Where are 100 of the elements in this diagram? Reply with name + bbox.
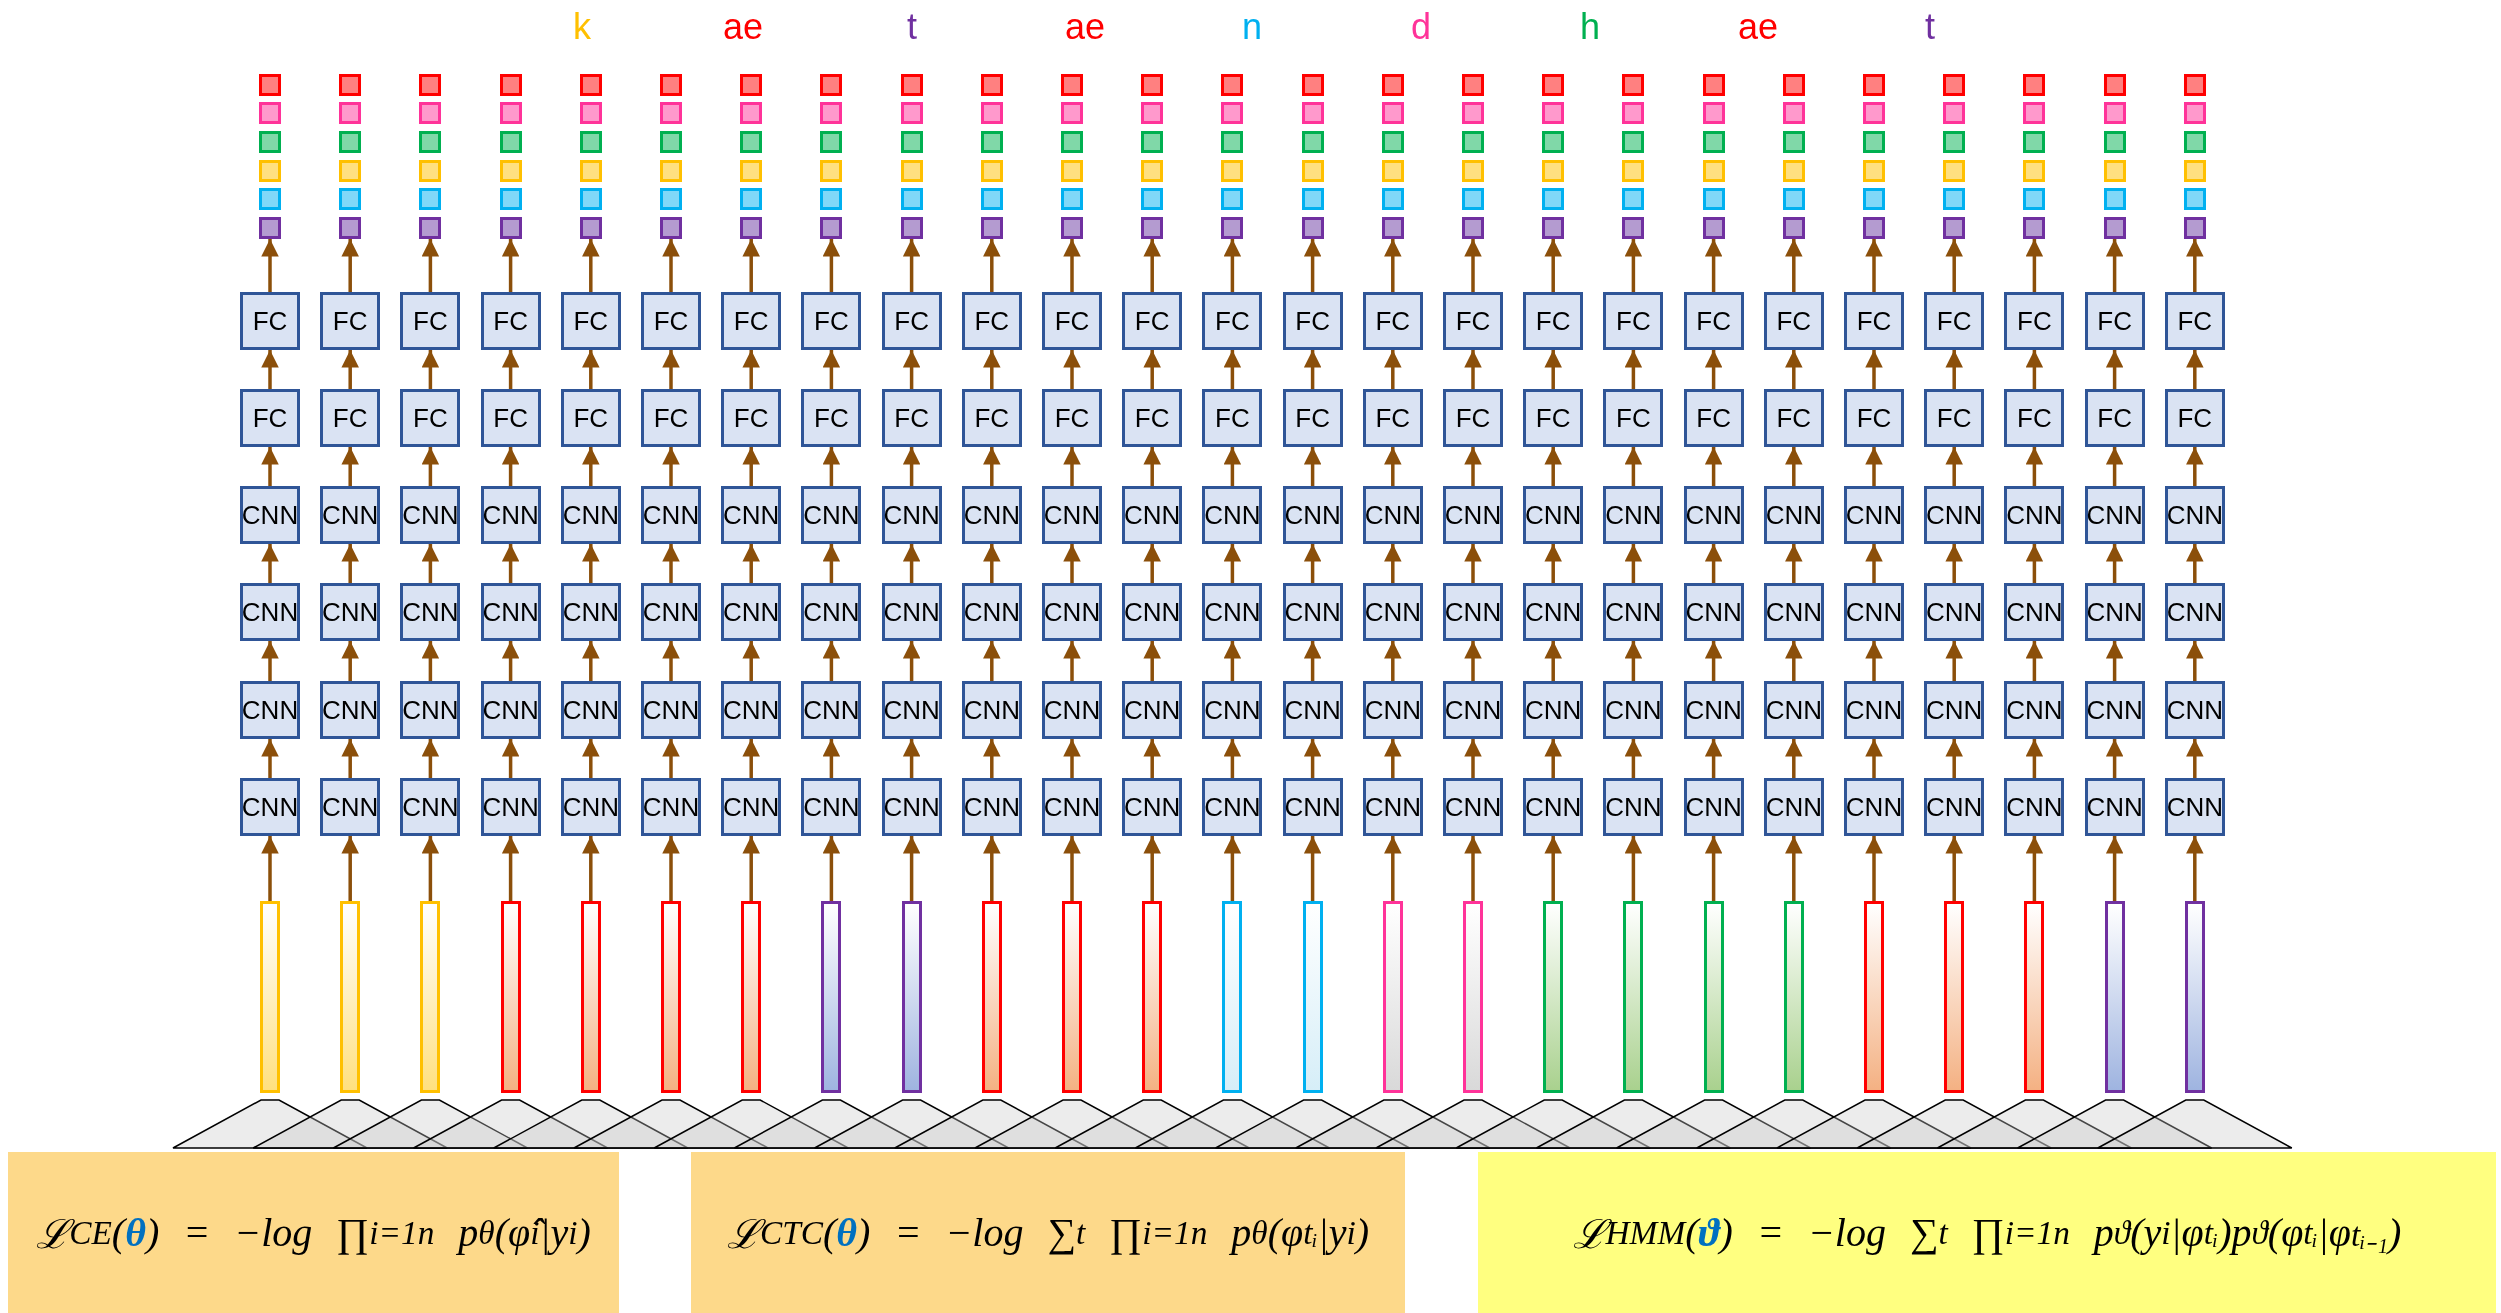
cnn-layer-box: CNN bbox=[641, 778, 701, 836]
cnn-layer-box: CNN bbox=[1202, 583, 1263, 641]
arrow bbox=[2186, 350, 2204, 389]
arrow bbox=[822, 641, 841, 681]
output-unit bbox=[1702, 160, 1725, 182]
fc-layer-box: FC bbox=[1924, 389, 1985, 447]
output-unit bbox=[1061, 74, 1083, 96]
input-feature-bar bbox=[1864, 901, 1884, 1093]
cnn-layer-box: CNN bbox=[1362, 681, 1423, 739]
fc-layer-box: FC bbox=[801, 292, 862, 350]
output-unit bbox=[2023, 160, 2046, 182]
arrow bbox=[1384, 239, 1402, 292]
cnn-layer-box: CNN bbox=[1603, 681, 1664, 739]
fc-layer-box: FC bbox=[320, 389, 381, 447]
output-unit bbox=[579, 217, 602, 239]
arrow bbox=[1223, 239, 1242, 292]
arrow bbox=[1063, 350, 1081, 389]
arrow bbox=[2186, 641, 2204, 681]
fc-layer-box: FC bbox=[400, 389, 461, 447]
arrow bbox=[662, 447, 680, 486]
input-feature-bar bbox=[981, 901, 1002, 1093]
output-unit bbox=[1943, 160, 1966, 182]
arrow bbox=[1063, 739, 1081, 778]
phoneme-label: d bbox=[1411, 6, 1431, 48]
output-unit bbox=[1462, 188, 1484, 210]
output-unit bbox=[339, 74, 362, 96]
output-unit bbox=[1061, 217, 1083, 239]
arrow bbox=[902, 641, 921, 681]
output-unit bbox=[1221, 131, 1244, 153]
arrow bbox=[582, 836, 600, 901]
output-unit bbox=[1622, 74, 1645, 96]
phoneme-label: ae bbox=[1065, 6, 1105, 48]
arrow bbox=[1143, 239, 1161, 292]
arrow bbox=[1785, 350, 1803, 389]
output-unit bbox=[660, 131, 682, 153]
cnn-layer-box: CNN bbox=[1202, 486, 1263, 544]
output-unit bbox=[1301, 74, 1324, 96]
fc-layer-box: FC bbox=[1683, 292, 1744, 350]
arrow bbox=[1945, 350, 1963, 389]
output-unit bbox=[1141, 188, 1164, 210]
arrow bbox=[2025, 544, 2044, 583]
arrow bbox=[902, 239, 921, 292]
arrow bbox=[1544, 641, 1562, 681]
arrow bbox=[341, 544, 359, 583]
cnn-layer-box: CNN bbox=[1844, 681, 1904, 739]
cnn-layer-box: CNN bbox=[1282, 681, 1343, 739]
cnn-layer-box: CNN bbox=[2004, 778, 2065, 836]
output-unit bbox=[2103, 74, 2126, 96]
input-feature-bar bbox=[1623, 901, 1644, 1093]
cnn-layer-box: CNN bbox=[400, 778, 461, 836]
arrow bbox=[1544, 739, 1562, 778]
fc-layer-box: FC bbox=[1042, 292, 1102, 350]
input-feature-bar bbox=[420, 901, 441, 1093]
cnn-layer-box: CNN bbox=[2004, 486, 2065, 544]
arrow bbox=[742, 836, 760, 901]
cnn-layer-box: CNN bbox=[1763, 681, 1824, 739]
cnn-layer-box: CNN bbox=[400, 681, 461, 739]
arrow bbox=[1865, 739, 1883, 778]
arrow bbox=[421, 641, 440, 681]
output-unit bbox=[2103, 131, 2126, 153]
cnn-layer-box: CNN bbox=[1844, 583, 1904, 641]
output-unit bbox=[1141, 102, 1164, 124]
fc-layer-box: FC bbox=[1844, 389, 1904, 447]
fc-layer-box: FC bbox=[1523, 292, 1584, 350]
cnn-layer-box: CNN bbox=[961, 583, 1022, 641]
arrow bbox=[1624, 641, 1643, 681]
fc-layer-box: FC bbox=[1763, 292, 1824, 350]
fc-layer-box: FC bbox=[1362, 292, 1423, 350]
output-unit bbox=[579, 131, 602, 153]
cnn-layer-box: CNN bbox=[1042, 778, 1102, 836]
arrow bbox=[341, 739, 359, 778]
output-unit bbox=[820, 74, 843, 96]
output-unit bbox=[2103, 102, 2126, 124]
arrow bbox=[2186, 239, 2204, 292]
arrow bbox=[1384, 739, 1402, 778]
cnn-layer-box: CNN bbox=[1042, 583, 1102, 641]
output-unit bbox=[419, 160, 442, 182]
output-unit bbox=[2183, 102, 2206, 124]
arrow bbox=[983, 836, 1001, 901]
output-unit bbox=[1381, 160, 1404, 182]
output-unit bbox=[1943, 217, 1966, 239]
output-unit bbox=[1702, 74, 1725, 96]
arrow bbox=[1143, 739, 1161, 778]
arrow bbox=[1945, 836, 1963, 901]
cnn-layer-box: CNN bbox=[560, 681, 621, 739]
arrow bbox=[1865, 641, 1883, 681]
output-unit bbox=[1782, 102, 1805, 124]
output-unit bbox=[419, 188, 442, 210]
arrow bbox=[1223, 836, 1242, 901]
arrow bbox=[1143, 544, 1161, 583]
arrow bbox=[582, 544, 600, 583]
cnn-layer-box: CNN bbox=[1282, 583, 1343, 641]
cnn-layer-box: CNN bbox=[1924, 778, 1985, 836]
cnn-layer-box: CNN bbox=[240, 778, 300, 836]
output-unit bbox=[499, 188, 522, 210]
output-unit bbox=[1782, 74, 1805, 96]
output-unit bbox=[1542, 188, 1565, 210]
fc-layer-box: FC bbox=[1603, 389, 1664, 447]
arrow bbox=[1624, 544, 1643, 583]
cnn-layer-box: CNN bbox=[1443, 681, 1503, 739]
